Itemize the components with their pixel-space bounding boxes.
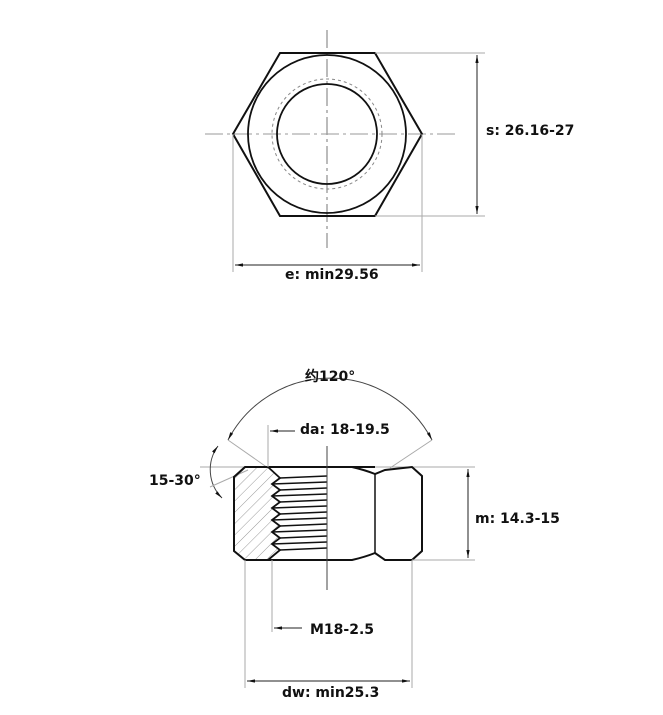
side-view	[200, 377, 475, 688]
dw-label: dw: min25.3	[282, 685, 380, 701]
s-label: s: 26.16-27	[486, 123, 575, 139]
top-view	[205, 30, 485, 272]
angle-120-arc	[227, 377, 433, 441]
bore-circle	[276, 83, 378, 185]
angle-label: 约120°	[305, 369, 356, 385]
thread-major-circle	[271, 78, 383, 190]
bearing-face-circle	[247, 54, 407, 214]
thread-label: M18-2.5	[310, 622, 375, 638]
m-label: m: 14.3-15	[475, 511, 560, 527]
chamfer-angle-arc	[209, 445, 223, 499]
e-label: e: min29.56	[285, 267, 379, 283]
angle-ref-left	[227, 439, 269, 469]
nut-outline	[233, 465, 423, 561]
da-label: da: 18-19.5	[300, 422, 390, 438]
angle-ref-right	[389, 439, 433, 469]
section-hatch	[234, 467, 280, 560]
chamfer-label: 15-30°	[149, 473, 201, 489]
thread-lines	[271, 475, 328, 551]
